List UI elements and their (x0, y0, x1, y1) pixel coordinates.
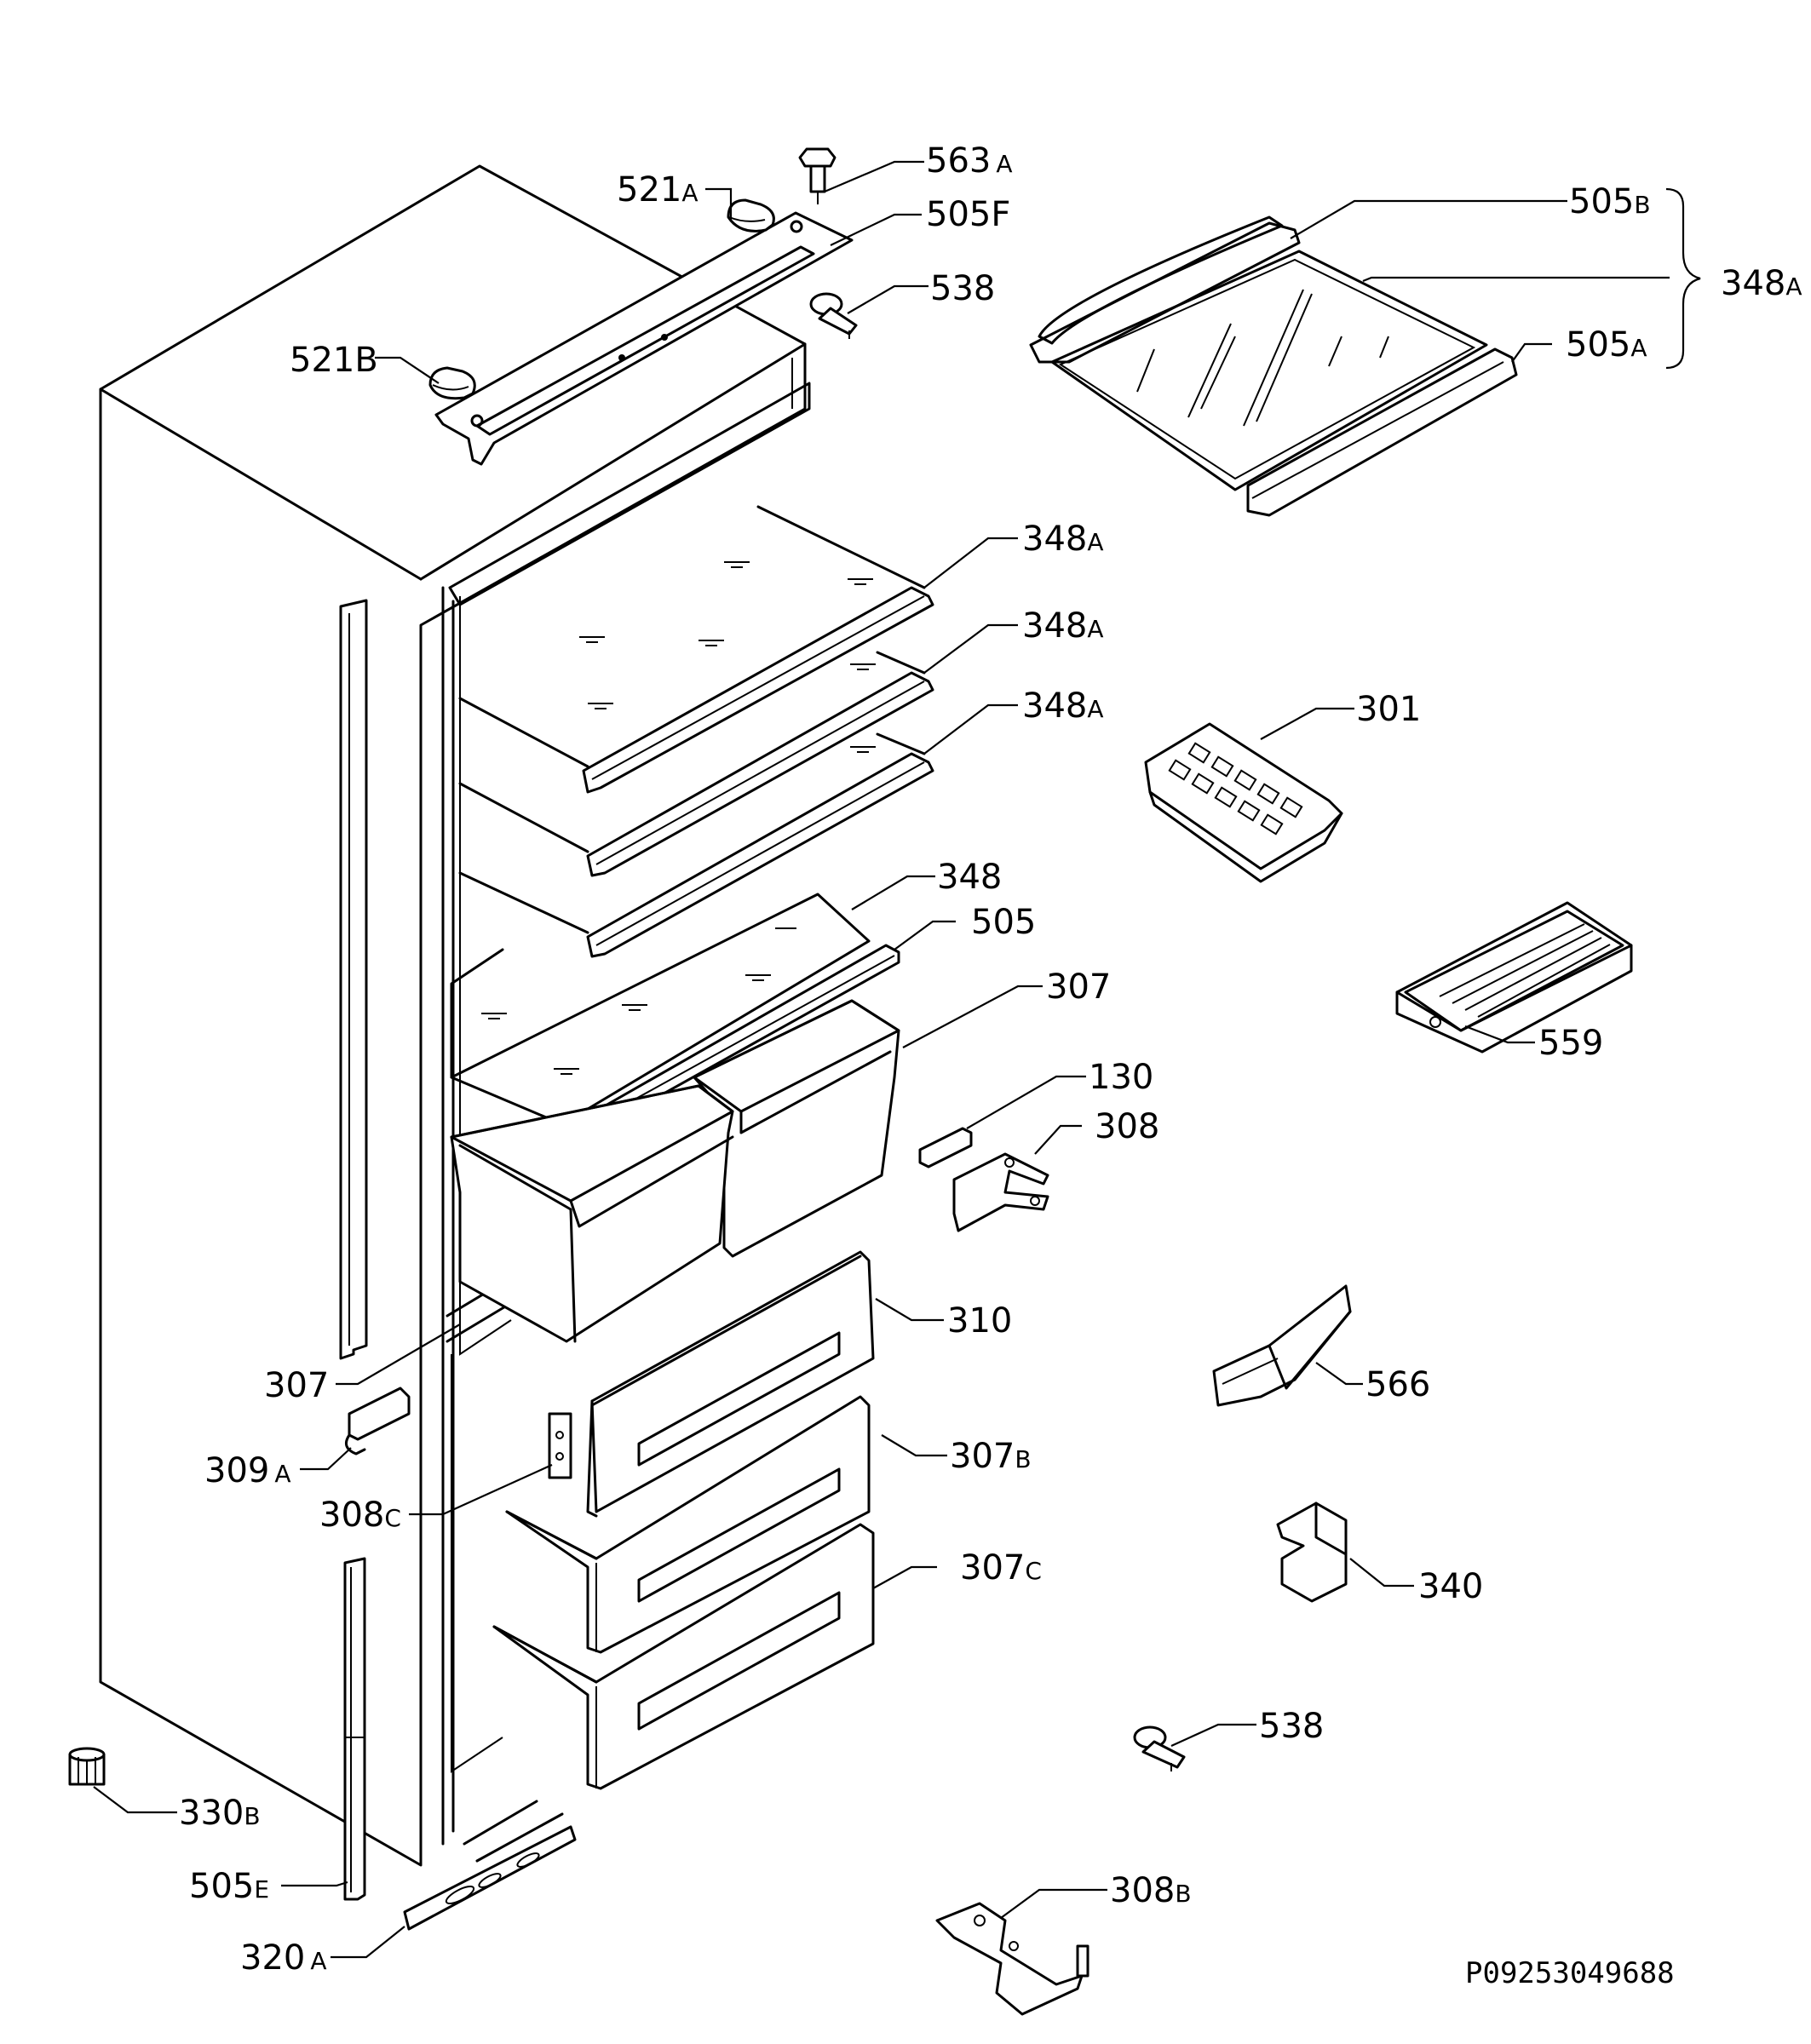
label-505a-main: 505 (1566, 325, 1630, 365)
hinge-cap-521a (727, 198, 775, 233)
svg-text:308C: 308C (319, 1496, 401, 1535)
top-hinge-bracket (434, 211, 854, 466)
screw-563a (798, 147, 837, 204)
label-563a-main: 563 (926, 141, 991, 181)
hinge-cap-521b (428, 366, 476, 400)
freezer-drawer-307b (505, 1395, 871, 1654)
label-307c-sub: C (1025, 1557, 1042, 1585)
svg-text:330B: 330B (179, 1794, 261, 1833)
label-505f: 505F (926, 195, 1010, 234)
hinge-308 (952, 1152, 1049, 1232)
label-505e-sub: E (254, 1875, 269, 1903)
plinth-strip-320a (403, 1825, 577, 1931)
label-310: 310 (947, 1301, 1012, 1341)
label-320a-main: 320 (240, 1938, 305, 1978)
svg-text:505B: 505B (1569, 182, 1651, 221)
svg-text:348A: 348A (1022, 520, 1104, 559)
label-307c-main: 307 (960, 1548, 1025, 1588)
adjustable-foot-330b (68, 1747, 106, 1786)
svg-text:348A: 348A (1721, 264, 1802, 303)
label-348a-2-main: 348 (1022, 606, 1087, 646)
label-309a-main: 309 (204, 1451, 269, 1490)
label-521b: 521B (290, 341, 378, 380)
hinge-pin-538-bottom (1133, 1725, 1186, 1771)
label-308c-main: 308 (319, 1496, 384, 1535)
tray-559 (1395, 901, 1633, 1054)
label-348a-3-main: 348 (1022, 686, 1087, 726)
label-307: 307 (1046, 967, 1111, 1007)
label-348a-3-sub: A (1087, 695, 1103, 723)
glass-shelves-348a (458, 505, 934, 958)
ice-cube-tray-301 (1144, 722, 1343, 883)
svg-text:505A: 505A (1566, 325, 1647, 365)
label-348: 348 (937, 858, 1002, 897)
crisper-drawers-307 (450, 999, 900, 1343)
label-505e-main: 505 (189, 1867, 254, 1906)
label-308c-sub: C (384, 1504, 401, 1532)
hinge-pin-538-top (809, 292, 858, 339)
group-brace (1665, 187, 1701, 370)
label-505: 505 (971, 903, 1036, 942)
leader-lines (93, 160, 1670, 1959)
label-320a-sub: A (310, 1947, 326, 1975)
label-566: 566 (1365, 1365, 1430, 1404)
svg-text:348A: 348A (1022, 606, 1104, 646)
label-505b-main: 505 (1569, 182, 1634, 221)
label-348a-group-main: 348 (1721, 264, 1785, 303)
ice-scraper-566 (1212, 1284, 1352, 1407)
svg-text:308B: 308B (1110, 1871, 1192, 1910)
svg-text:521A: 521A (617, 170, 699, 210)
svg-text:348A: 348A (1022, 686, 1104, 726)
label-308: 308 (1095, 1107, 1159, 1146)
label-308b-sub: B (1175, 1880, 1191, 1908)
label-307b-main: 307 (950, 1437, 1015, 1476)
glass-shelf-assembly-348a (1029, 215, 1518, 517)
freezer-drawer-307c (492, 1523, 875, 1790)
label-563a-sub: A (996, 150, 1012, 178)
label-348a-1-sub: A (1087, 528, 1103, 556)
label-308b-main: 308 (1110, 1871, 1175, 1910)
svg-text:307B: 307B (950, 1437, 1032, 1476)
bottom-hinge-308b (935, 1902, 1089, 2016)
refrigerator-cabinet (99, 164, 811, 1901)
label-559: 559 (1538, 1024, 1603, 1063)
label-330b-main: 330 (179, 1794, 244, 1833)
label-538-bottom: 538 (1259, 1707, 1324, 1746)
label-340: 340 (1418, 1567, 1483, 1606)
label-330b-sub: B (244, 1802, 260, 1830)
label-521a-main: 521 (617, 170, 681, 210)
label-521a-sub: A (681, 179, 698, 207)
label-309a-sub: A (274, 1460, 290, 1488)
svg-text:307C: 307C (960, 1548, 1042, 1588)
label-348a-group-sub: A (1785, 273, 1802, 301)
label-307-left: 307 (264, 1366, 329, 1405)
svg-text:505E: 505E (189, 1867, 269, 1906)
label-348a-1-main: 348 (1022, 520, 1087, 559)
label-130: 130 (1089, 1058, 1153, 1097)
label-348a-2-sub: A (1087, 615, 1103, 643)
part-309a (344, 1387, 411, 1455)
label-307b-sub: B (1015, 1445, 1031, 1473)
part-130 (918, 1127, 973, 1168)
label-505b-sub: B (1634, 191, 1650, 219)
freezer-drawer-310 (586, 1250, 875, 1518)
hinge-308c (548, 1412, 572, 1479)
label-505a-sub: A (1630, 334, 1647, 362)
label-538-top: 538 (930, 269, 995, 308)
part-340 (1276, 1501, 1348, 1603)
document-id: P09253049688 (1465, 1956, 1675, 1990)
label-301: 301 (1356, 690, 1421, 729)
